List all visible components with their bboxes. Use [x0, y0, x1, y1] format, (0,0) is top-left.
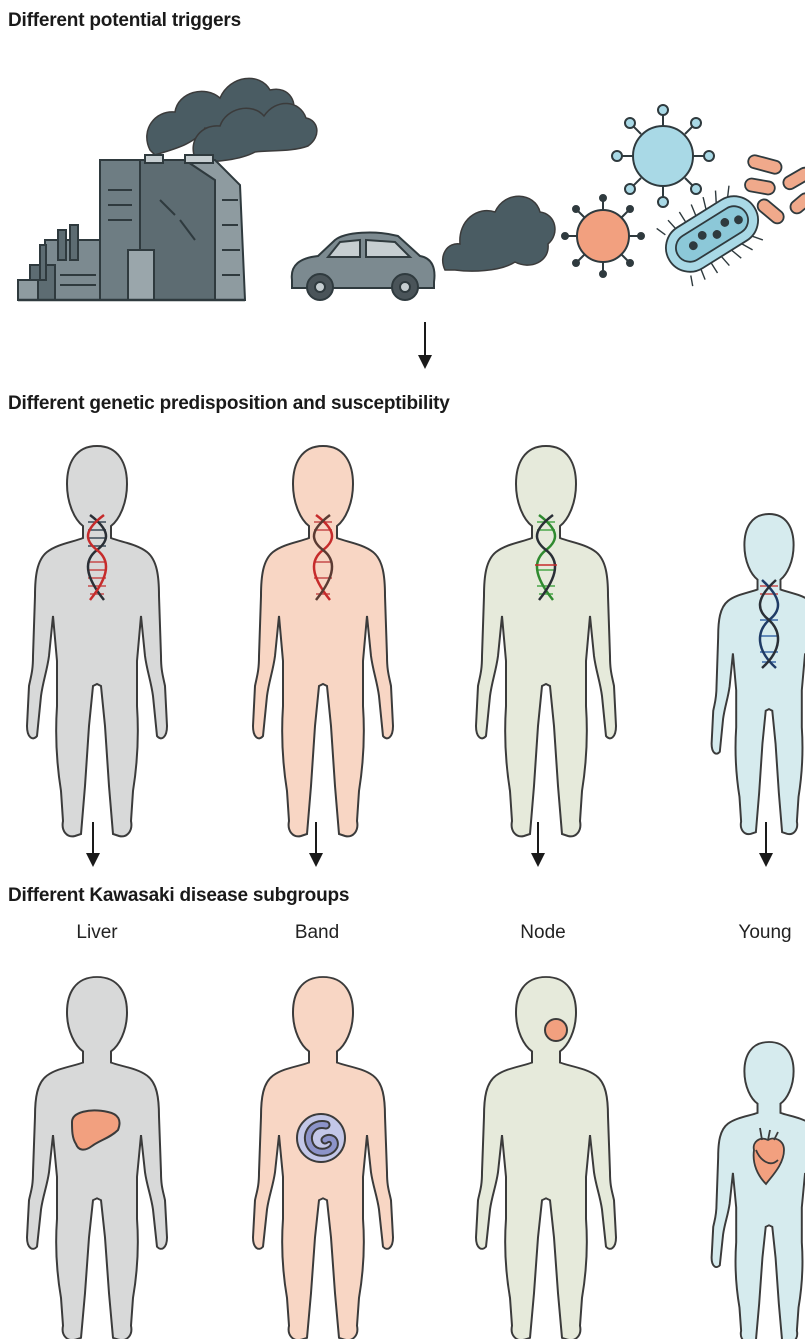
virus-icon [562, 195, 644, 277]
exhaust-cloud-icon [443, 196, 555, 271]
person-figure-4 [712, 514, 805, 834]
band-cell-icon [297, 1114, 345, 1162]
factory-smoke-icon [147, 78, 317, 162]
bacteria-icon [651, 177, 774, 291]
factory-icon [18, 155, 245, 300]
car-icon [292, 233, 435, 300]
lymph-node-icon [545, 1019, 567, 1041]
virus-icon [612, 105, 714, 207]
person-figure-1 [27, 446, 167, 836]
person-figure-3 [476, 446, 616, 836]
person-figure-young [712, 1042, 805, 1339]
person-figure-liver [27, 977, 167, 1339]
person-figure-2 [253, 446, 393, 836]
